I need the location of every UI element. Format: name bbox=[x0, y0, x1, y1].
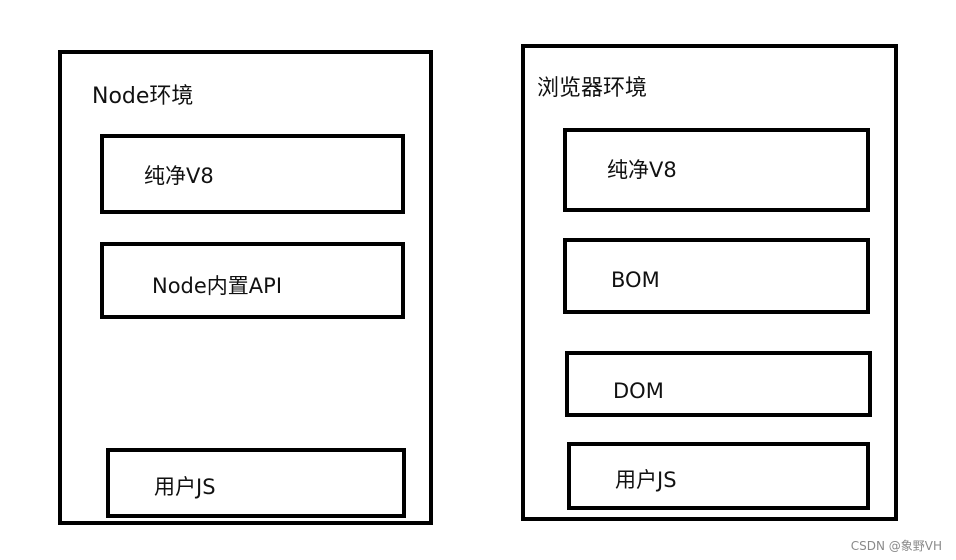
browser-user-js-label: 用户JS bbox=[615, 468, 677, 492]
node-builtin-api-label: Node内置API bbox=[152, 274, 283, 298]
node-environment-title: Node环境 bbox=[92, 84, 194, 109]
browser-dom-label: DOM bbox=[613, 379, 664, 403]
browser-v8-label: 纯净V8 bbox=[607, 158, 677, 182]
node-user-js-label: 用户JS bbox=[154, 475, 216, 499]
browser-environment-title: 浏览器环境 bbox=[537, 76, 648, 101]
node-v8-box: 纯净V8 bbox=[100, 134, 405, 214]
browser-bom-label: BOM bbox=[611, 268, 660, 292]
node-v8-label: 纯净V8 bbox=[144, 164, 214, 188]
browser-environment-panel: 浏览器环境 纯净V8 BOM DOM 用户JS bbox=[521, 44, 898, 521]
node-builtin-api-box: Node内置API bbox=[100, 242, 405, 319]
csdn-watermark: CSDN @象野VH bbox=[850, 539, 942, 553]
browser-v8-box: 纯净V8 bbox=[563, 128, 870, 212]
browser-dom-box: DOM bbox=[565, 351, 872, 417]
browser-user-js-box: 用户JS bbox=[567, 442, 870, 510]
node-environment-panel: Node环境 纯净V8 Node内置API 用户JS bbox=[58, 50, 433, 525]
browser-bom-box: BOM bbox=[563, 238, 870, 314]
node-user-js-box: 用户JS bbox=[106, 448, 406, 518]
